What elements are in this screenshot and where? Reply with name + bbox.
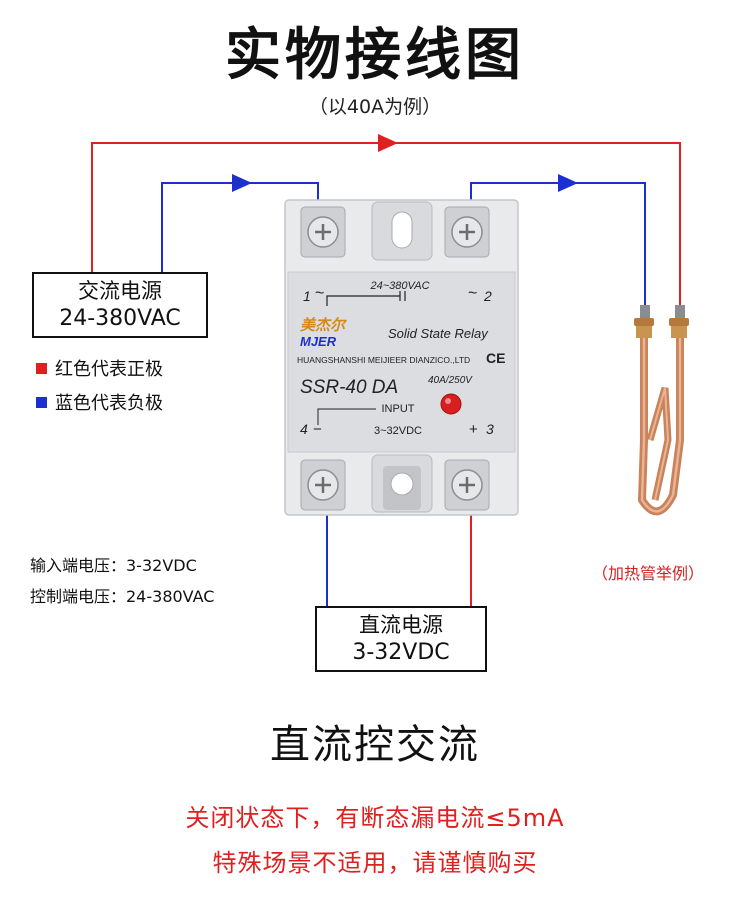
legend-item-red: 红色代表正极 [36,355,163,381]
solid-state-relay: 24~380VAC 1 ~ ~ 2 美杰尔 MJER Solid State R… [284,199,519,516]
page-title: 实物接线图 [225,23,525,88]
ac-red-arrow-icon [378,134,398,152]
legend-item-blue: 蓝色代表负极 [36,389,163,415]
terminal-4-screw-icon [300,459,346,511]
dc-supply-voltage: 3-32VDC [352,640,450,665]
relay-company: HUANGSHANSHI MEIJIEER DIANZICO.,LTD [297,355,470,365]
ac-supply-voltage: 24-380VAC [59,306,181,331]
relay-t1-tilde: ~ [315,285,324,302]
warning-leakage: 关闭状态下，有断态漏电流≤5mA [185,804,565,832]
color-legend: 红色代表正极 蓝色代表负极 [36,355,163,415]
relay-t2-tilde: ~ [468,285,477,302]
relay-dc-range: 3~32VDC [374,425,422,437]
heater-caption: （加热管举例） [592,564,705,583]
terminal-2-screw-icon [444,206,490,258]
page-subtitle: （以40A为例） [308,96,442,118]
control-voltage-spec: 控制端电压：24-380VAC [30,587,215,606]
relay-brand-en: MJER [300,334,337,349]
relay-ac-range: 24~380VAC [369,280,429,292]
terminal-1-screw-icon [300,206,346,258]
relay-model: SSR-40 DA [300,377,398,398]
load-blue-arrow-icon [558,174,578,192]
dc-power-supply-box: 直流电源 3-32VDC [315,606,487,672]
relay-minus: − [313,421,322,438]
legend-blue-label: 蓝色代表负极 [55,393,163,414]
terminal-3-screw-icon [444,459,490,511]
relay-ce-mark: CE [486,350,505,366]
input-voltage-spec: 输入端电压：3-32VDC [30,556,197,575]
ac-supply-title: 交流电源 [78,279,162,303]
control-mode-caption: 直流控交流 [270,722,480,768]
relay-t1-label: 1 [303,288,311,304]
legend-red-label: 红色代表正极 [55,359,163,380]
relay-t3-label: 3 [486,421,494,437]
dc-supply-title: 直流电源 [359,613,443,637]
warning-caution: 特殊场景不适用，请谨慎购买 [212,849,538,877]
relay-input-label: INPUT [382,403,415,415]
ac-blue-arrow-icon [232,174,252,192]
relay-product-name: Solid State Relay [388,326,489,341]
red-square-icon [36,362,47,374]
relay-led-icon [440,393,462,415]
relay-plus: + [469,421,478,438]
ac-power-supply-box: 交流电源 24-380VAC [32,272,208,338]
relay-t4-label: 4 [300,421,308,437]
relay-t2-label: 2 [483,288,492,304]
blue-square-icon [36,396,47,408]
heater-tube-icon [634,305,689,516]
relay-brand-cn: 美杰尔 [300,316,348,334]
relay-rating: 40A/250V [428,375,473,386]
